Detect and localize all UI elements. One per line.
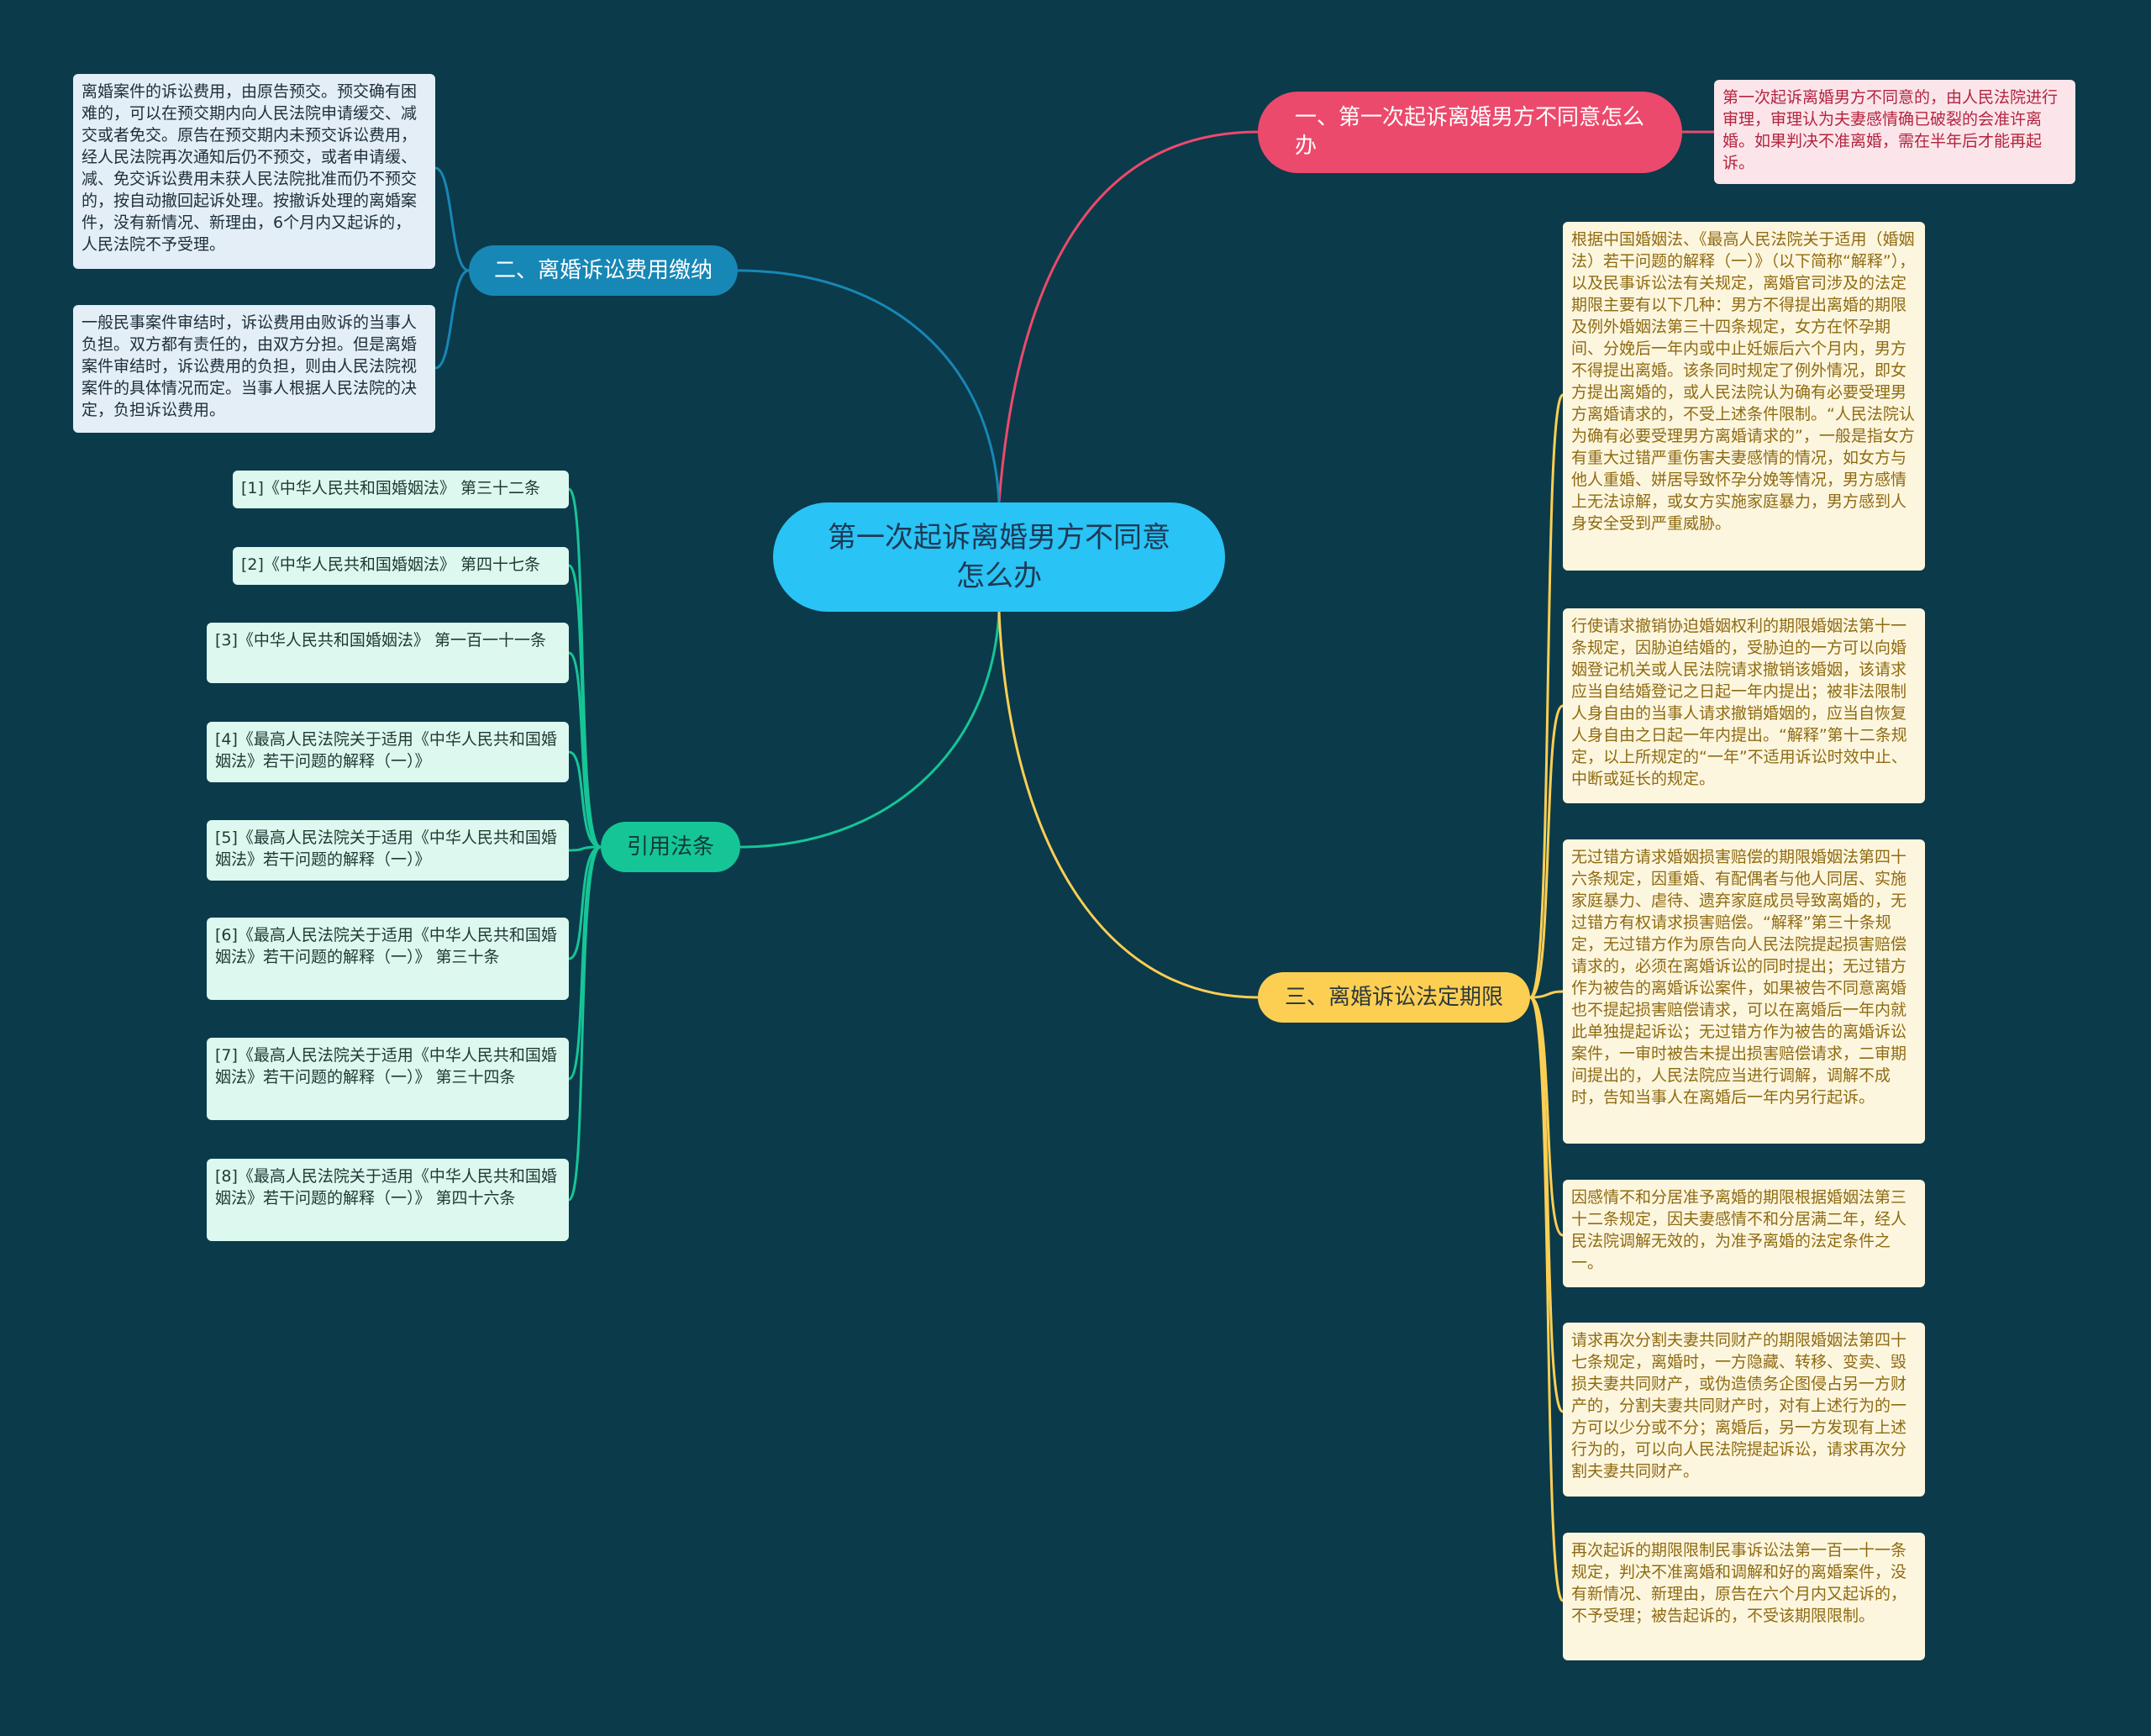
link-center-b4 — [997, 611, 1259, 999]
link-b3-note-8 — [567, 845, 602, 1202]
link-center-b1 — [997, 130, 1259, 503]
branch-1-note[interactable]: 第一次起诉离婚男方不同意的，由人民法院进行审理，审理认为夫妻感情确已破裂的会准许… — [1714, 80, 2075, 184]
branch-2-topic[interactable]: 二、离婚诉讼费用缴纳 — [469, 245, 738, 296]
link-center-b2 — [737, 269, 1001, 503]
branch-3-topic[interactable]: 引用法条 — [601, 822, 740, 872]
branch-4-note-6[interactable]: 再次起诉的期限限制民事诉讼法第一百一十一条规定，判决不准离婚和调解和好的离婚案件… — [1563, 1533, 1925, 1660]
citation-item[interactable]: [4]《最高人民法院关于适用《中华人民共和国婚姻法》若干问题的解释（一）》 — [207, 722, 569, 782]
citation-item[interactable]: [5]《最高人民法院关于适用《中华人民共和国婚姻法》若干问题的解释（一）》 — [207, 820, 569, 881]
link-b4-note-1 — [1528, 393, 1565, 999]
branch-1-topic[interactable]: 一、第一次起诉离婚男方不同意怎么办 — [1258, 92, 1682, 173]
link-b4-note-3 — [1529, 990, 1564, 999]
branch-4-note-4[interactable]: 因感情不和分居准予离婚的期限根据婚姻法第三十二条规定，因夫妻感情不和分居满二年，… — [1563, 1180, 1925, 1287]
branch-4-note-2[interactable]: 行使请求撤销协迫婚姻权利的期限婚姻法第十一条规定，因胁迫结婚的，受胁迫的一方可以… — [1563, 608, 1925, 803]
link-b3-note-5 — [568, 845, 602, 852]
link-b3-note-4 — [568, 750, 602, 849]
link-b2-note-1 — [434, 166, 470, 272]
branch-2-note-2[interactable]: 一般民事案件审结时，诉讼费用由败诉的当事人负担。双方都有责任的，由双方分担。但是… — [73, 305, 435, 433]
link-b3-note-3 — [568, 651, 602, 849]
citation-item[interactable]: [7]《最高人民法院关于适用《中华人民共和国婚姻法》若干问题的解释（一）》 第三… — [207, 1038, 569, 1120]
branch-4-note-3[interactable]: 无过错方请求婚姻损害赔偿的期限婚姻法第四十六条规定，因重婚、有配偶者与他人同居、… — [1563, 839, 1925, 1144]
central-topic[interactable]: 第一次起诉离婚男方不同意怎么办 — [773, 502, 1225, 612]
citation-item[interactable]: [2]《中华人民共和国婚姻法》 第四十七条 — [233, 547, 569, 585]
link-b3-note-2 — [567, 564, 602, 849]
citation-item[interactable]: [6]《最高人民法院关于适用《中华人民共和国婚姻法》若干问题的解释（一）》 第三… — [207, 918, 569, 1000]
link-b4-note-2 — [1529, 704, 1564, 999]
link-b4-note-4 — [1529, 996, 1564, 1237]
branch-4-topic[interactable]: 三、离婚诉讼法定期限 — [1258, 972, 1530, 1023]
link-center-b3 — [739, 611, 1001, 849]
branch-4-note-1[interactable]: 根据中国婚姻法、《最高人民法院关于适用（婚姻法）若干问题的解释（一）》（以下简称… — [1563, 222, 1925, 571]
link-b2-note-2 — [434, 269, 470, 370]
citation-item[interactable]: [8]《最高人民法院关于适用《中华人民共和国婚姻法》若干问题的解释（一）》 第四… — [207, 1159, 569, 1241]
branch-4-note-5[interactable]: 请求再次分割夫妻共同财产的期限婚姻法第四十七条规定，离婚时，一方隐藏、转移、变卖… — [1563, 1323, 1925, 1497]
branch-2-note-1[interactable]: 离婚案件的诉讼费用，由原告预交。预交确有困难的，可以在预交期内向人民法院申请缓交… — [73, 74, 435, 269]
link-b4-note-6 — [1528, 996, 1565, 1602]
citation-item[interactable]: [1]《中华人民共和国婚姻法》 第三十二条 — [233, 471, 569, 508]
citation-item[interactable]: [3]《中华人民共和国婚姻法》 第一百一十一条 — [207, 623, 569, 683]
link-b3-note-6 — [568, 845, 602, 960]
